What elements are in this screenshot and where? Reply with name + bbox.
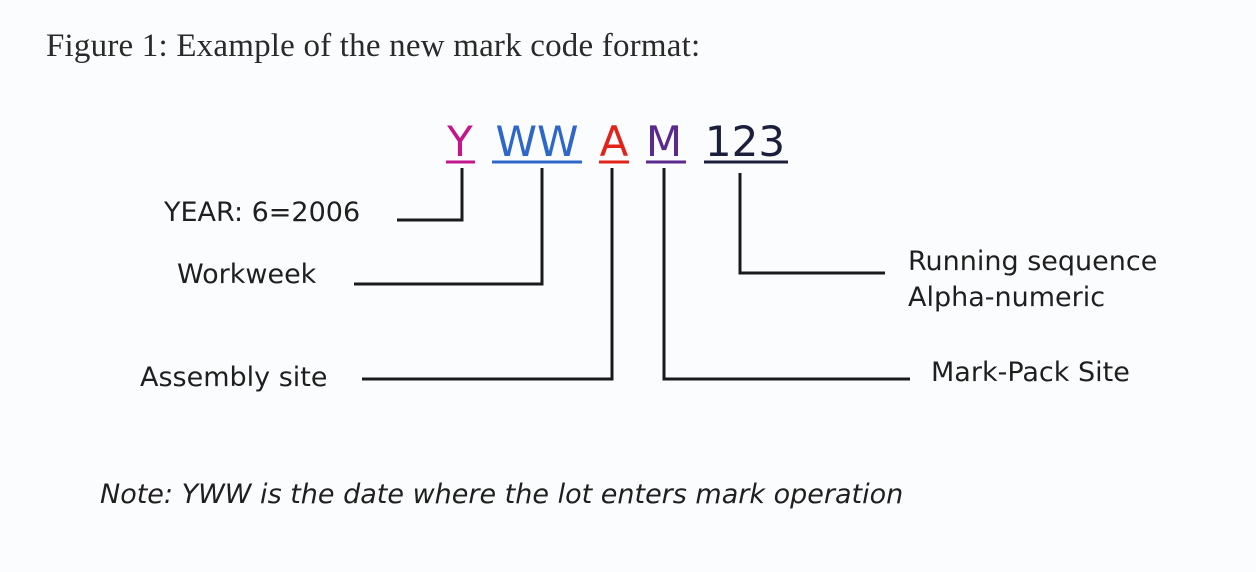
leader-assembly bbox=[362, 168, 614, 381]
leader-year bbox=[397, 168, 464, 222]
label-mark-pack-site: Mark-Pack Site bbox=[931, 357, 1130, 388]
label-running-sequence: Running sequence bbox=[908, 246, 1157, 277]
code-workweek-chars: WW bbox=[495, 117, 578, 166]
code-markpack-char: M bbox=[646, 117, 682, 166]
note-text: Note: YWW is the date where the lot ente… bbox=[100, 479, 903, 510]
label-workweek: Workweek bbox=[177, 259, 317, 290]
label-year: YEAR: 6=2006 bbox=[163, 197, 360, 228]
code-year-char: Y bbox=[446, 117, 473, 166]
code-assembly-char: A bbox=[600, 117, 629, 166]
label-alpha-numeric: Alpha-numeric bbox=[908, 282, 1105, 313]
figure-title: Figure 1: Example of the new mark code f… bbox=[46, 28, 701, 64]
leader-markpack bbox=[662, 168, 910, 381]
leader-sequence bbox=[738, 173, 885, 275]
code-sequence-chars: 123 bbox=[705, 117, 785, 166]
leader-workweek bbox=[354, 168, 544, 286]
label-assembly-site: Assembly site bbox=[140, 362, 327, 393]
